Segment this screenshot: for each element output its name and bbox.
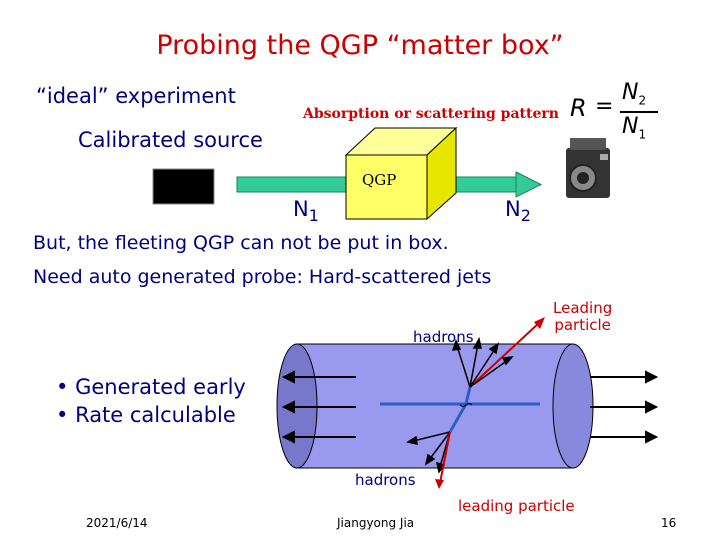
bullet-item: • Rate calculable: [56, 403, 236, 427]
formula-lhs: R: [570, 94, 587, 122]
formula-fraction-bar: [620, 111, 658, 113]
text-line-1: But, the fleeting QGP can not be put in …: [33, 232, 449, 254]
qgp-box-label: QGP: [362, 171, 397, 189]
absorption-label: Absorption or scattering pattern: [303, 106, 559, 122]
hadrons-top-label: hadrons: [413, 328, 474, 346]
formula-denominator: N1: [622, 114, 647, 142]
n1-label: N1: [293, 197, 319, 226]
slide-title: Probing the QGP “matter box”: [156, 30, 564, 61]
camera-icon: [566, 138, 610, 198]
bullet-item: • Generated early: [56, 375, 246, 399]
source-block: [152, 168, 215, 205]
formula-equals: =: [595, 94, 614, 119]
qgp-box: [344, 126, 458, 221]
jet-diagram: [276, 317, 659, 489]
formula-numerator: N2: [622, 80, 647, 108]
footer-date: 2021/6/14: [86, 516, 148, 530]
ratio-formula: R = N2 N1: [570, 80, 660, 142]
ideal-experiment-label: “ideal” experiment: [36, 84, 236, 108]
leading-particle-top-label: Leading particle: [553, 299, 613, 334]
footer-author: Jiangyong Jia: [337, 516, 415, 530]
calibrated-source-label: Calibrated source: [78, 128, 263, 152]
hadrons-bottom-label: hadrons: [355, 471, 416, 489]
bullet-list: • Generated early • Rate calculable: [56, 373, 246, 429]
text-line-2: Need auto generated probe: Hard-scattere…: [33, 266, 492, 288]
footer-page-number: 16: [661, 516, 677, 530]
n2-label: N2: [505, 197, 531, 226]
leading-particle-bottom-label: leading particle: [458, 497, 575, 515]
